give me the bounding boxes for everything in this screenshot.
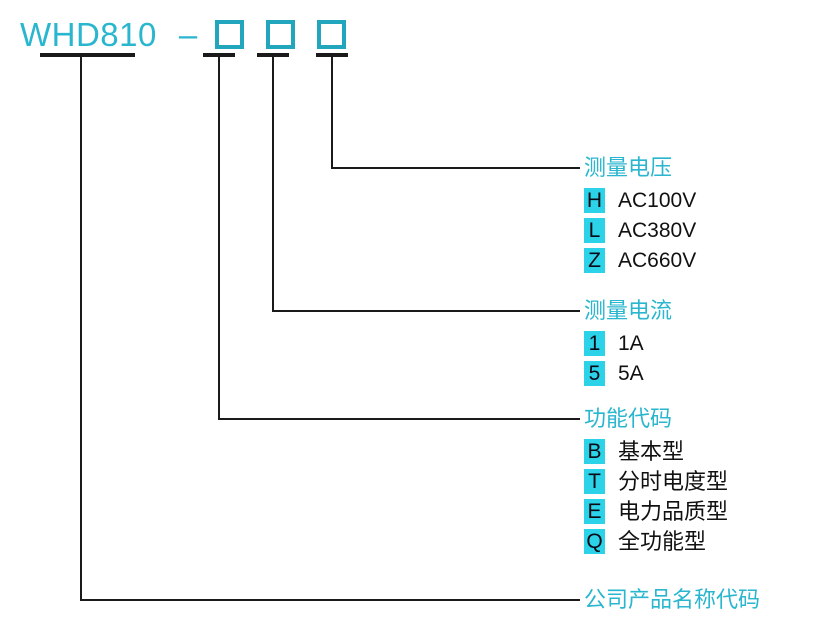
option-description: AC100V — [618, 188, 697, 212]
option-row: H AC100V — [584, 185, 696, 215]
leader-current — [272, 55, 580, 312]
option-code-badge: Z — [584, 247, 605, 273]
group-voltage-title: 测量电压 — [584, 155, 673, 180]
group-product-name-code-title: 公司产品名称代码 — [584, 587, 761, 612]
model-slot-box-1 — [215, 19, 245, 49]
group-current-title: 测量电流 — [584, 298, 673, 323]
model-number-row: WHD810 – — [20, 12, 347, 56]
model-prefix: WHD810 — [20, 15, 157, 53]
option-description: 1A — [618, 331, 644, 355]
option-description: 全功能型 — [618, 528, 707, 554]
model-slot-box-2 — [266, 19, 296, 49]
group-function-code-title: 功能代码 — [584, 406, 673, 431]
option-description: 电力品质型 — [618, 498, 729, 524]
option-row: 1 1A — [584, 328, 672, 358]
option-code-badge: 1 — [584, 330, 605, 356]
option-row: Q 全功能型 — [584, 526, 728, 556]
group-voltage-options: H AC100V L AC380V Z AC660V — [584, 185, 696, 275]
model-dash-separator: – — [178, 15, 198, 53]
option-description: 基本型 — [618, 438, 685, 464]
group-current: 测量电流 1 1A 5 5A — [584, 298, 672, 388]
option-code-badge: T — [584, 468, 605, 494]
option-row: T 分时电度型 — [584, 466, 728, 496]
option-code-badge: L — [584, 217, 605, 243]
group-function-code-options: B 基本型 T 分时电度型 E 电力品质型 Q 全功能型 — [584, 436, 728, 556]
model-slot-box-3 — [317, 19, 347, 49]
group-voltage: 测量电压 H AC100V L AC380V Z AC660V — [584, 155, 696, 275]
option-row: Z AC660V — [584, 245, 696, 275]
option-row: L AC380V — [584, 215, 696, 245]
group-current-options: 1 1A 5 5A — [584, 328, 672, 388]
option-description: AC380V — [618, 218, 697, 242]
leader-product-name — [80, 55, 580, 601]
option-description: AC660V — [618, 248, 697, 272]
option-code-badge: B — [584, 438, 605, 464]
option-description: 5A — [618, 361, 644, 385]
option-description: 分时电度型 — [618, 468, 729, 494]
option-code-badge: H — [584, 187, 605, 213]
option-code-badge: Q — [584, 528, 605, 554]
option-row: E 电力品质型 — [584, 496, 728, 526]
option-row: 5 5A — [584, 358, 672, 388]
option-code-badge: E — [584, 498, 605, 524]
group-function-code: 功能代码 B 基本型 T 分时电度型 E 电力品质型 Q 全功能型 — [584, 406, 728, 556]
group-product-name-code: 公司产品名称代码 — [584, 587, 760, 613]
leader-voltage — [331, 55, 580, 169]
leader-function — [218, 55, 580, 420]
option-code-badge: 5 — [584, 360, 605, 386]
option-row: B 基本型 — [584, 436, 728, 466]
